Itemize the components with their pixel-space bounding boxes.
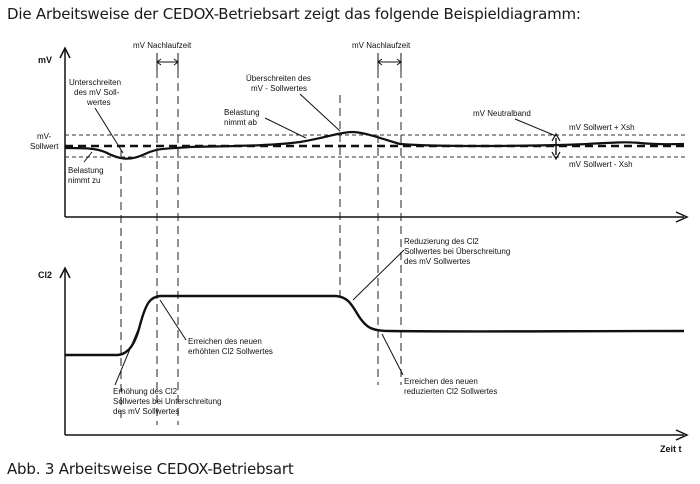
raise-label-2: Sollwertes bei Unterschreitung xyxy=(113,397,222,406)
over-label-2: mV - Sollwertes xyxy=(251,84,307,93)
load-up-label-2: nimmt zu xyxy=(68,176,100,185)
reach-high-label-2: erhöhten Cl2 Sollwertes xyxy=(188,347,273,356)
bottom-y-arrowhead xyxy=(59,266,71,279)
reach-low-label-2: reduzierten Cl2 Sollwertes xyxy=(404,387,497,396)
bottom-y-axis-label: Cl2 xyxy=(38,270,52,280)
reduce-label-3: des mV Sollwertes xyxy=(404,257,470,266)
load-up-label-1: Belastung xyxy=(68,166,104,175)
load-down-label-1: Belastung xyxy=(224,108,260,117)
top-x-arrowhead xyxy=(675,211,689,223)
neutral-band-arrow-up xyxy=(551,132,561,142)
over-label-1: Überschreiten des xyxy=(246,74,311,83)
nachlauf-label-1: mV Nachlaufzeit xyxy=(133,41,192,50)
load-up-pointer xyxy=(83,151,93,163)
bottom-x-axis-label: Zeit t xyxy=(660,444,682,454)
under-pointer xyxy=(94,107,124,154)
reduce-label-2: Sollwertes bei Überschreitung xyxy=(404,247,510,256)
under-label-1: Unterschreiten xyxy=(69,78,121,87)
raise-label-3: des mV Sollwertes xyxy=(113,407,179,416)
neutral-band-label: mV Neutralband xyxy=(473,109,531,118)
setpoint-label-1: mV- xyxy=(37,132,52,141)
top-y-arrowhead xyxy=(59,46,71,59)
mv-curve xyxy=(64,130,685,160)
under-label-3: wertes xyxy=(86,98,111,107)
over-pointer xyxy=(299,93,341,132)
nachlauf-label-2: mV Nachlaufzeit xyxy=(352,41,411,50)
load-down-pointer xyxy=(264,117,307,139)
reach-low-label-1: Erreichen des neuen xyxy=(404,377,478,386)
raise-label-1: Erhöhung des Cl2 xyxy=(113,387,178,396)
reduce-pointer xyxy=(352,249,405,301)
top-y-axis-label: mV xyxy=(38,55,52,65)
neutral-band-arrow-down xyxy=(551,151,561,161)
intro-text: Die Arbeitsweise der CEDOX-Betriebsart z… xyxy=(7,5,581,23)
load-down-label-2: nimmt ab xyxy=(224,118,257,127)
under-label-2: des mV Soll- xyxy=(74,88,120,97)
figure-caption: Abb. 3 Arbeitsweise CEDOX-Betriebsart xyxy=(7,460,294,478)
lower-limit-label: mV Sollwert - Xsh xyxy=(569,160,633,169)
setpoint-label-2: Sollwert xyxy=(30,142,59,151)
reduce-label-1: Reduzierung des Cl2 xyxy=(404,237,479,246)
bottom-x-arrowhead xyxy=(675,429,689,441)
neutral-band-pointer xyxy=(514,118,557,137)
cl2-curve xyxy=(65,294,685,357)
reach-high-label-1: Erreichen des neuen xyxy=(188,337,262,346)
reach-high-pointer xyxy=(159,299,187,341)
upper-limit-label: mV Sollwert + Xsh xyxy=(569,123,635,132)
raise-pointer xyxy=(114,324,141,386)
reach-low-pointer xyxy=(381,333,404,376)
